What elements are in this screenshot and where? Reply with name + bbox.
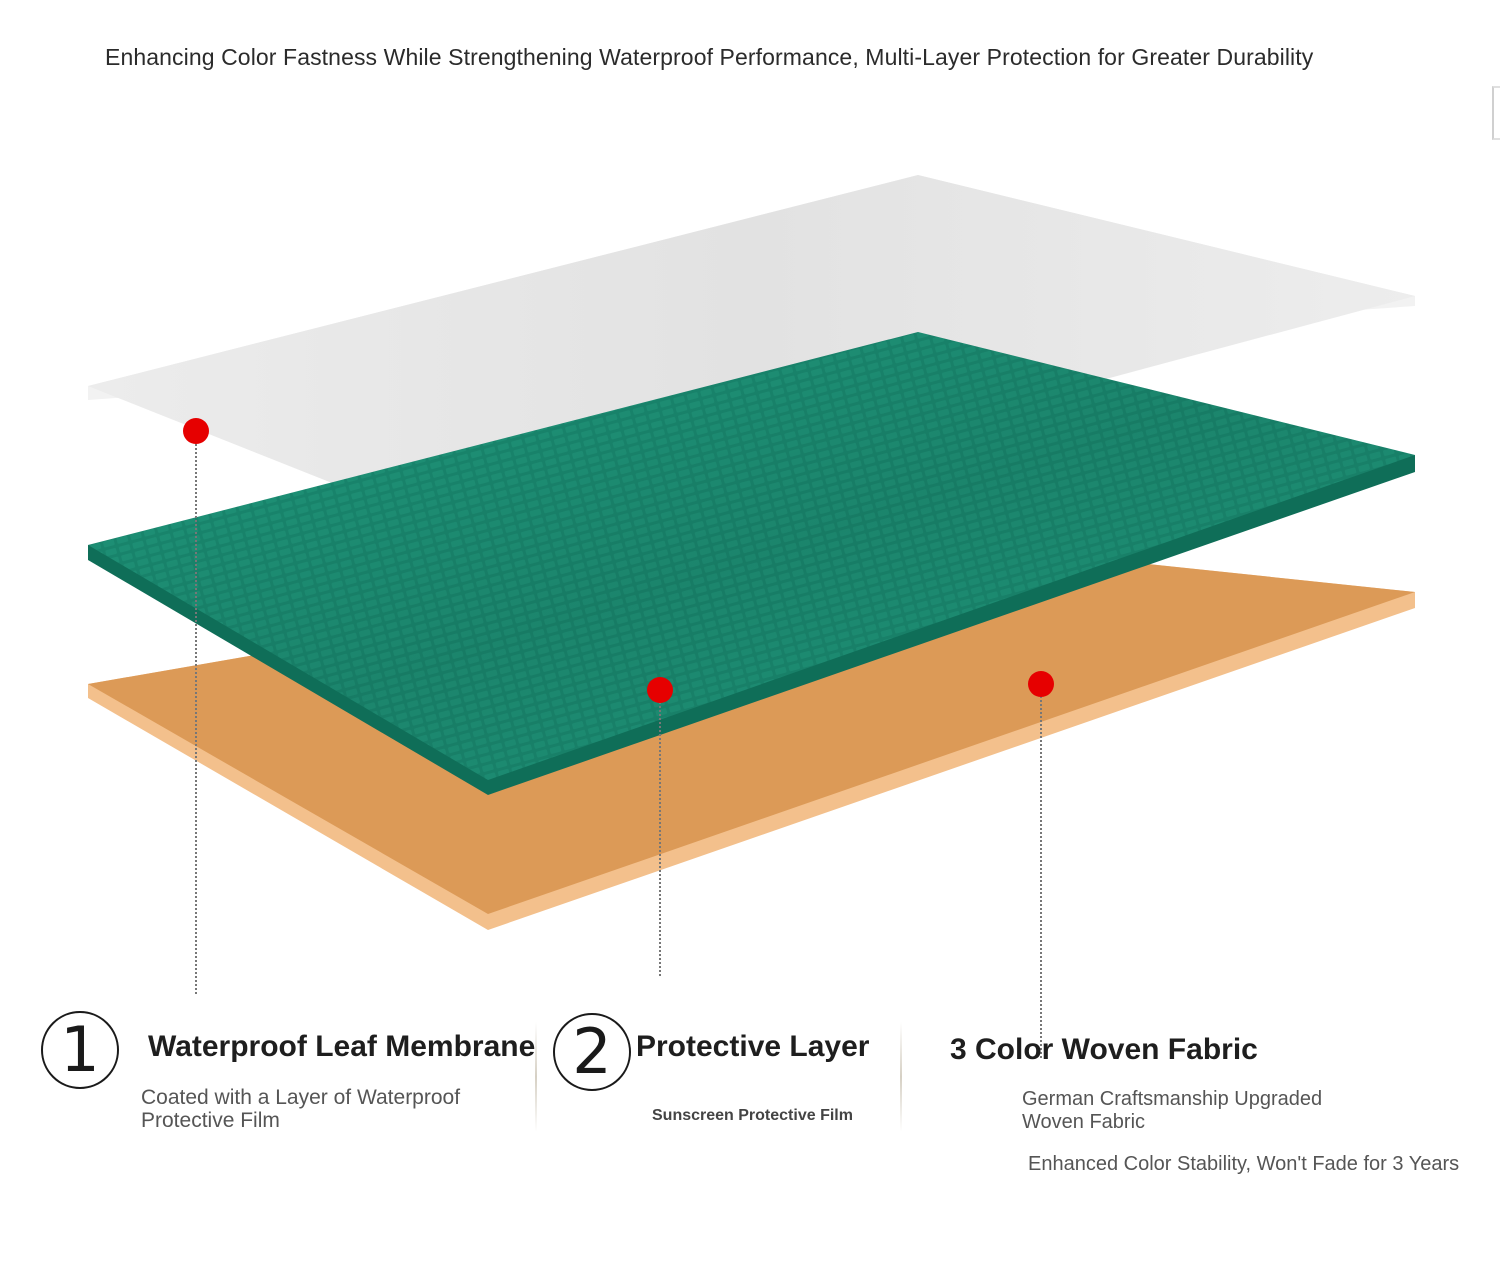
legend-extra-3: Enhanced Color Stability, Won't Fade for…: [1028, 1153, 1460, 1175]
legend-title-3: 3 Color Woven Fabric: [950, 1033, 1258, 1066]
edge-mark: [1492, 86, 1500, 140]
legend-desc-3: German Craftsmanship Upgraded Woven Fabr…: [1022, 1088, 1323, 1133]
marker-dot-3: [1028, 671, 1054, 697]
legend-desc-1: Coated with a Layer of Waterproof Protec…: [141, 1086, 461, 1132]
headline: Enhancing Color Fastness While Strengthe…: [105, 44, 1314, 70]
waterproof-membrane-layer: [88, 175, 1415, 545]
legend-title-1: Waterproof Leaf Membrane: [148, 1030, 536, 1063]
legend-title-2: Protective Layer: [636, 1030, 870, 1063]
number-badge-1: 1: [41, 1011, 119, 1089]
marker-dot-2: [647, 677, 673, 703]
marker-dot-1: [183, 418, 209, 444]
number-badge-2: 2: [553, 1013, 631, 1091]
legend-desc-2: Sunscreen Protective Film: [652, 1107, 853, 1124]
divider-1: [535, 1022, 537, 1132]
divider-2: [900, 1022, 902, 1132]
protective-layer: [88, 332, 1415, 795]
